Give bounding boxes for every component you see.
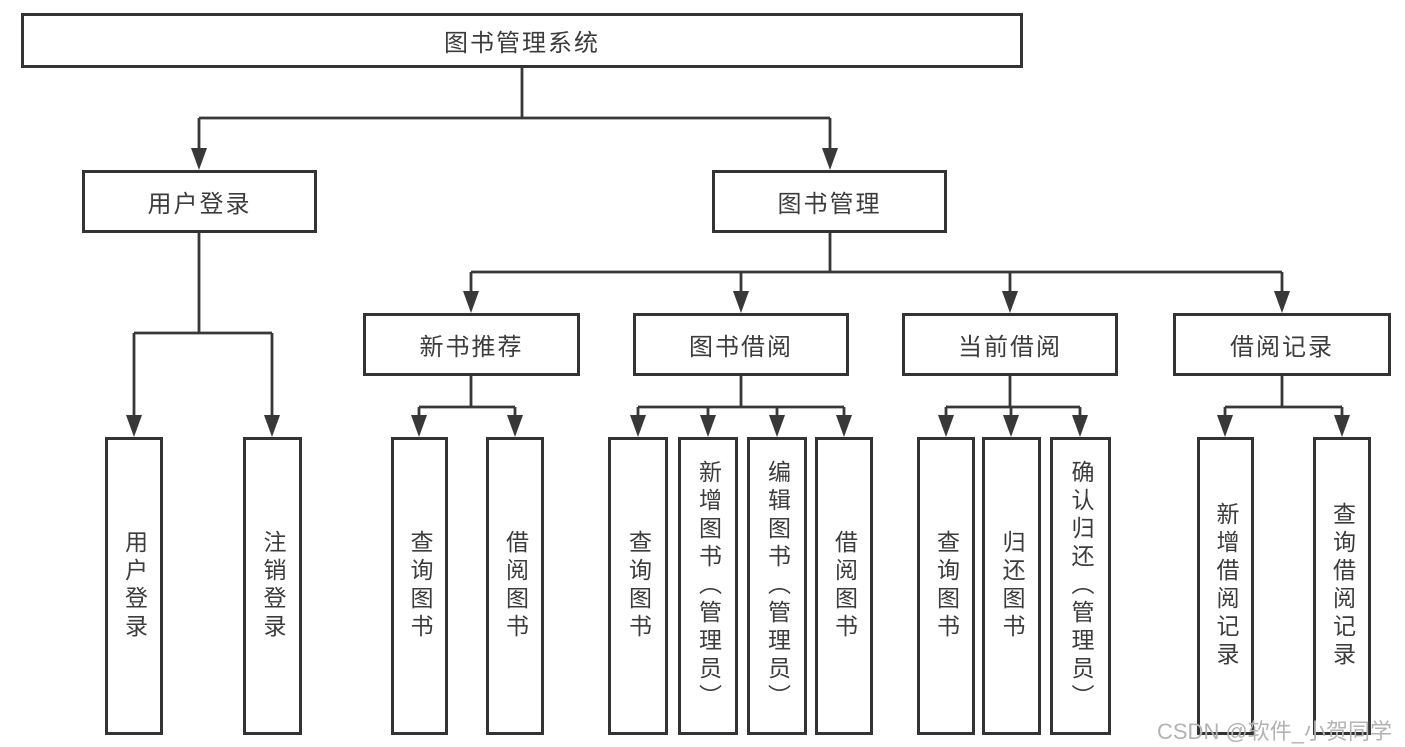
connector-book-management-to-level3 [463, 233, 1290, 313]
arrowhead-icon [1274, 291, 1290, 313]
arrowhead-icon [191, 148, 207, 170]
leaf-query-books-borrow: 查询图书 [608, 437, 668, 735]
connector-user-login-to-leaves [126, 233, 280, 437]
connector-line [197, 68, 832, 150]
leaf-borrow-books-recommend: 借阅图书 [486, 437, 544, 735]
node-library-management-system: 图书管理系统 [21, 13, 1023, 68]
connector-line [636, 376, 846, 417]
arrowhead-icon [822, 148, 838, 170]
arrowhead-icon [733, 291, 749, 313]
connector-line [132, 233, 274, 417]
arrowhead-icon [1334, 415, 1350, 437]
connector-line [1223, 376, 1344, 417]
node-borrow-records: 借阅记录 [1173, 313, 1391, 376]
leaf-add-borrow-record: 新增借阅记录 [1197, 437, 1254, 735]
connector-line [944, 376, 1082, 417]
leaf-borrow-books: 借阅图书 [815, 437, 873, 735]
connector-current-borrow-to-leaves [938, 376, 1088, 437]
connector-line [469, 233, 1284, 293]
leaf-user-login: 用户登录 [105, 437, 163, 735]
arrowhead-icon [630, 415, 646, 437]
arrowhead-icon [264, 415, 280, 437]
arrowhead-icon [1003, 415, 1019, 437]
node-book-management: 图书管理 [712, 170, 947, 233]
connector-new-book-recommend-to-leaves [411, 376, 523, 437]
node-book-borrow: 图书借阅 [633, 313, 849, 376]
connector-root-to-level2 [191, 68, 838, 170]
arrowhead-icon [769, 415, 785, 437]
leaf-confirm-return-admin: 确认归还（管理员） [1050, 437, 1111, 735]
arrowhead-icon [463, 291, 479, 313]
connector-book-borrow-to-leaves [630, 376, 852, 437]
node-user-login: 用户登录 [82, 170, 317, 233]
arrowhead-icon [1217, 415, 1233, 437]
arrowhead-icon [507, 415, 523, 437]
leaf-query-books-current: 查询图书 [917, 437, 975, 735]
leaf-query-borrow-record: 查询借阅记录 [1313, 437, 1371, 735]
connector-line [417, 376, 517, 417]
leaf-edit-book-admin: 编辑图书（管理员） [747, 437, 807, 735]
arrowhead-icon [938, 415, 954, 437]
connector-borrow-records-to-leaves [1217, 376, 1350, 437]
leaf-add-book-admin: 新增图书（管理员） [678, 437, 738, 735]
csdn-watermark: CSDN @软件_小贺同学 [1157, 719, 1393, 744]
arrowhead-icon [1072, 415, 1088, 437]
node-current-borrow: 当前借阅 [902, 313, 1118, 376]
node-new-book-recommend: 新书推荐 [363, 313, 580, 376]
leaf-query-books-recommend: 查询图书 [391, 437, 448, 735]
arrowhead-icon [1002, 291, 1018, 313]
leaf-return-book: 归还图书 [982, 437, 1041, 735]
leaf-logout: 注销登录 [243, 437, 302, 735]
arrowhead-icon [700, 415, 716, 437]
arrowhead-icon [836, 415, 852, 437]
arrowhead-icon [126, 415, 142, 437]
arrowhead-icon [411, 415, 427, 437]
